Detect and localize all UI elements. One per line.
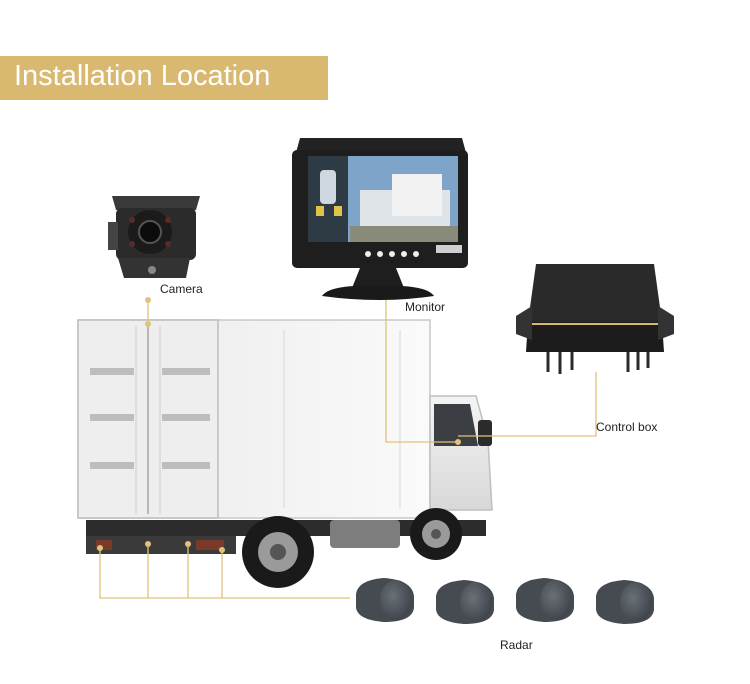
radar-sensor-4 — [596, 580, 654, 624]
monitor-device — [292, 138, 468, 300]
radar-label: Radar — [500, 638, 533, 652]
radar-sensor-2 — [436, 580, 494, 624]
radar-sensor-1 — [356, 578, 414, 622]
title-banner: Installation Location — [0, 56, 328, 100]
camera-label: Camera — [160, 282, 203, 296]
camera-device — [108, 196, 200, 278]
radar-sensor-3 — [516, 578, 574, 622]
control-box-device — [516, 264, 674, 374]
control-box-label: Control box — [596, 420, 658, 434]
truck — [77, 319, 493, 588]
rear-wheel — [242, 516, 314, 588]
monitor-label: Monitor — [405, 300, 446, 314]
front-wheel — [410, 508, 462, 560]
radar-sensors — [356, 578, 654, 624]
page-title: Installation Location — [14, 60, 271, 92]
leader-lines — [97, 297, 597, 599]
